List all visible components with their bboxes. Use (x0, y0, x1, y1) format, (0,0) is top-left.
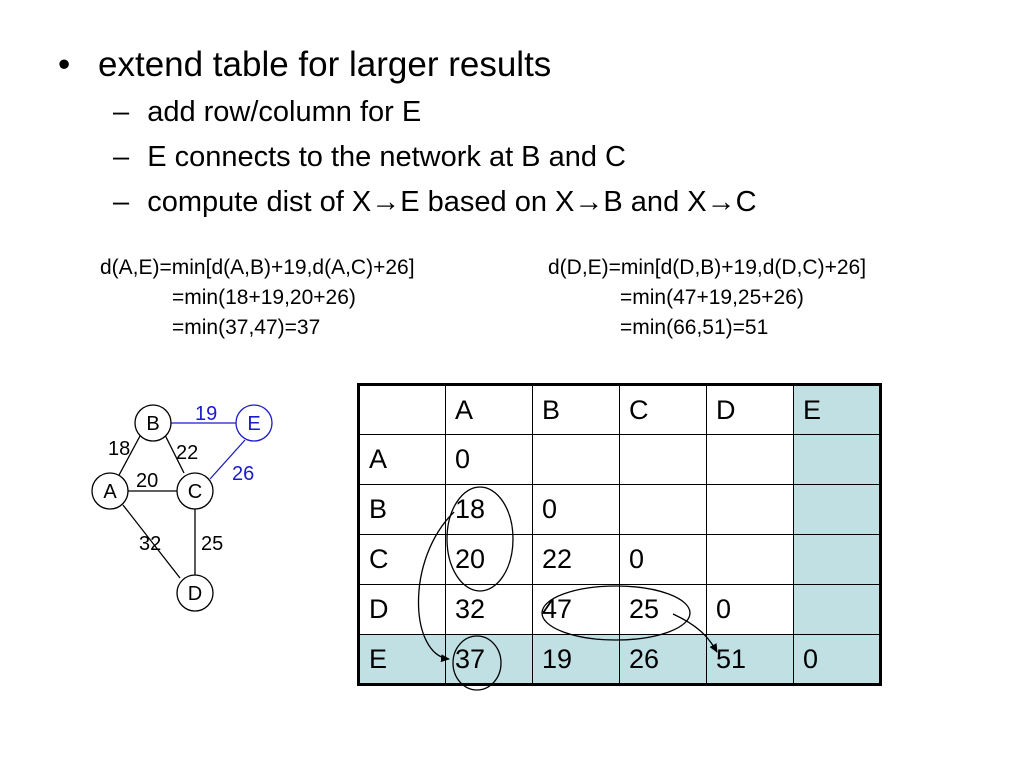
sub-bullet-3-part1: compute dist of X (147, 186, 372, 218)
table-cell: 37 (445, 634, 533, 686)
table-cell: 51 (706, 634, 794, 686)
node-a-circle (91, 472, 129, 510)
node-d-label: D (188, 583, 202, 605)
weight-cd: 25 (201, 533, 223, 555)
node-d-circle (176, 574, 214, 612)
table-cell: 26 (619, 634, 707, 686)
table-cell: 47 (532, 584, 620, 635)
table-cell: A (357, 434, 446, 485)
table-row: E 37 19 26 51 0 (357, 634, 882, 686)
table-cell: 0 (706, 584, 794, 635)
circle-annotation-ae (452, 635, 502, 691)
table-cell: 19 (532, 634, 620, 686)
weight-ac: 20 (136, 470, 158, 492)
weight-be: 19 (195, 403, 217, 425)
sub-bullet-3: – compute dist of X→E based on X→B and X… (113, 186, 757, 219)
circle-annotation-ab-ac (446, 486, 514, 592)
formula-left-line2: =min(18+19,20+26) (172, 286, 356, 309)
sub-bullet-2: – E connects to the network at B and C (113, 141, 626, 174)
formula-left: d(A,E)=min[d(A,B)+19,d(A,C)+26] =min(18+… (100, 253, 415, 343)
bullet-main: • extend table for larger results (58, 45, 551, 85)
table-cell: D (706, 383, 794, 435)
bullet-main-text: extend table for larger results (98, 45, 552, 84)
bullet-marker: • (58, 45, 71, 84)
edge-c-e (209, 439, 246, 480)
table-cell (793, 484, 882, 535)
sub-bullet-3-part4: C (735, 186, 757, 218)
table-cell (619, 484, 707, 535)
table-cell: 22 (532, 534, 620, 585)
edge-b-c (164, 434, 185, 474)
sub-bullet-marker: – (113, 186, 130, 218)
distance-table: A B C D E A 0 B 18 0 C 20 22 0 D 32 47 2… (357, 383, 882, 686)
arrow-glyph: → (371, 186, 401, 218)
table-cell (793, 434, 882, 485)
table-cell (706, 484, 794, 535)
table-cell (793, 534, 882, 585)
node-c-circle (176, 472, 214, 510)
table-cell: D (357, 584, 446, 635)
table-row: A 0 (357, 434, 882, 485)
sub-bullet-3-part3: B and X (603, 186, 707, 218)
weight-bc: 22 (176, 442, 198, 464)
node-b-label: B (146, 413, 159, 435)
weight-ce: 26 (232, 463, 254, 485)
sub-bullet-1: – add row/column for E (113, 96, 421, 129)
weight-ad: 32 (139, 533, 161, 555)
sub-bullet-1-text: add row/column for E (147, 96, 422, 128)
node-b-circle (134, 404, 172, 442)
table-cell (357, 383, 446, 435)
node-c-label: C (188, 481, 202, 503)
edge-a-d (122, 504, 181, 579)
arrow-annotation-to-de (672, 613, 718, 653)
formula-right-line2: =min(47+19,25+26) (620, 286, 804, 309)
sub-bullet-marker: – (113, 141, 130, 173)
sub-bullet-2-text: E connects to the network at B and C (147, 141, 626, 173)
arrow-glyph: → (706, 186, 736, 218)
sub-bullet-marker: – (113, 96, 130, 128)
table-cell: A (445, 383, 533, 435)
formula-right-line1: d(D,E)=min[d(D,B)+19,d(D,C)+26] (548, 256, 867, 279)
table-cell: E (357, 634, 446, 686)
formula-left-line1: d(A,E)=min[d(A,B)+19,d(A,C)+26] (100, 256, 415, 279)
circle-annotation-db-dc (541, 585, 691, 641)
table-cell: 32 (445, 584, 533, 635)
table-row: C 20 22 0 (357, 534, 882, 585)
table-cell: 20 (445, 534, 533, 585)
table-cell: C (357, 534, 446, 585)
node-e-label: E (247, 413, 260, 435)
node-e-circle (235, 404, 273, 442)
arrow-glyph: → (574, 186, 604, 218)
weight-ab: 18 (108, 438, 130, 460)
formula-right: d(D,E)=min[d(D,B)+19,d(D,C)+26] =min(47+… (548, 253, 866, 343)
arrow-annotation-to-ae (417, 511, 455, 663)
formula-right-line3: =min(66,51)=51 (620, 316, 769, 339)
table-row: B 18 0 (357, 484, 882, 535)
table-cell: B (357, 484, 446, 535)
edge-a-b (117, 435, 141, 478)
node-a-label: A (103, 481, 117, 503)
table-cell: 0 (793, 634, 882, 686)
table-cell: 18 (445, 484, 533, 535)
formula-left-line3: =min(37,47)=37 (172, 316, 321, 339)
sub-bullet-3-part2: E based on X (400, 186, 575, 218)
